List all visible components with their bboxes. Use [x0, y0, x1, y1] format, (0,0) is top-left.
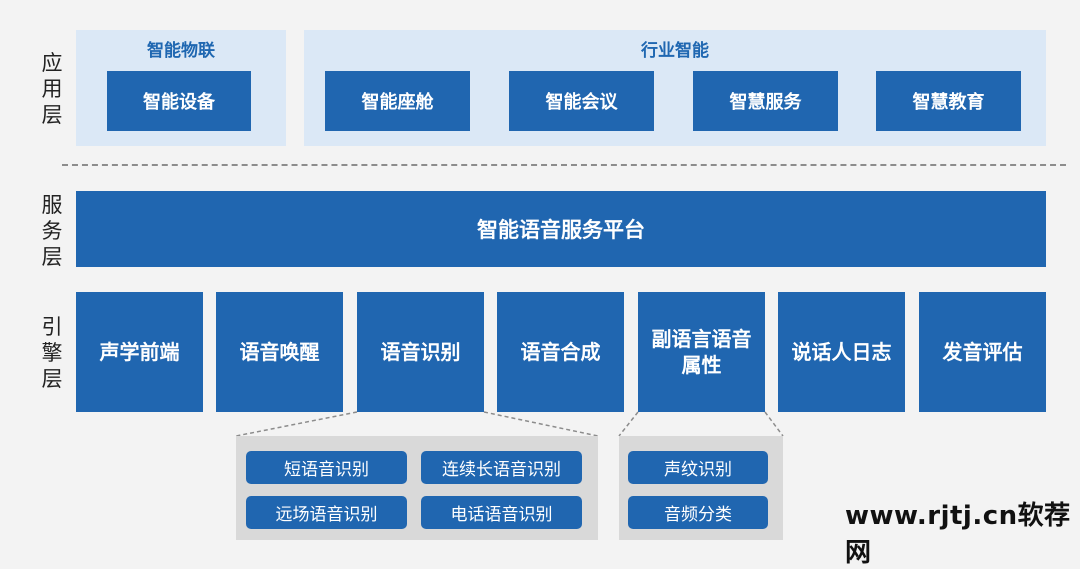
layer-char: 擎 — [41, 341, 63, 365]
industry-panel-title: 行业智能 — [641, 41, 709, 61]
app-box-smart-education: 智慧教育 — [876, 71, 1021, 131]
app-box-smart-cockpit: 智能座舱 — [325, 71, 470, 131]
app-box-smart-meeting: 智能会议 — [509, 71, 654, 131]
connector-line — [618, 411, 639, 437]
layer-char: 务 — [41, 219, 63, 243]
layer-label-engine: 引 擎 层 — [32, 314, 72, 392]
engine-module-paralinguistic: 副语言语音属性 — [638, 292, 765, 412]
engine-module-acoustic-frontend: 声学前端 — [76, 292, 203, 412]
layer-char: 引 — [41, 315, 63, 339]
connector-line — [764, 411, 784, 437]
detail-pill-audio-classification: 音频分类 — [628, 496, 768, 529]
layer-char: 用 — [41, 77, 63, 101]
layer-char: 层 — [41, 367, 63, 391]
app-box-smart-device: 智能设备 — [107, 71, 251, 131]
watermark-text: www.rjtj.cn软荐网 — [845, 501, 1071, 568]
engine-module-wake-word: 语音唤醒 — [216, 292, 343, 412]
engine-module-speech-recognition: 语音识别 — [357, 292, 484, 412]
layer-char: 层 — [41, 103, 63, 127]
detail-pill-long-speech: 连续长语音识别 — [421, 451, 582, 484]
connector-line — [235, 411, 358, 437]
industry-panel: 行业智能 智能座舱 智能会议 智慧服务 智慧教育 — [304, 30, 1046, 146]
engine-module-speech-synthesis: 语音合成 — [497, 292, 624, 412]
detail-pill-telephone: 电话语音识别 — [421, 496, 582, 529]
layer-char: 服 — [41, 193, 63, 217]
layer-char: 层 — [41, 245, 63, 269]
connector-line — [483, 411, 599, 437]
speech-recognition-detail-panel: 短语音识别 连续长语音识别 远场语音识别 电话语音识别 — [236, 436, 598, 540]
engine-module-pronunciation: 发音评估 — [919, 292, 1046, 412]
app-box-smart-service: 智慧服务 — [693, 71, 838, 131]
detail-pill-voiceprint: 声纹识别 — [628, 451, 768, 484]
layer-label-service: 服 务 层 — [32, 192, 72, 270]
detail-pill-far-field: 远场语音识别 — [246, 496, 407, 529]
iot-panel: 智能物联 智能设备 — [76, 30, 286, 146]
layer-label-application: 应 用 层 — [32, 50, 72, 128]
paralinguistic-detail-panel: 声纹识别 音频分类 — [619, 436, 783, 540]
engine-module-diarization: 说话人日志 — [778, 292, 905, 412]
detail-pill-short-speech: 短语音识别 — [246, 451, 407, 484]
layer-char: 应 — [41, 51, 63, 75]
layer-separator — [62, 164, 1066, 166]
iot-panel-title: 智能物联 — [147, 41, 215, 61]
service-platform-box: 智能语音服务平台 — [76, 191, 1046, 267]
